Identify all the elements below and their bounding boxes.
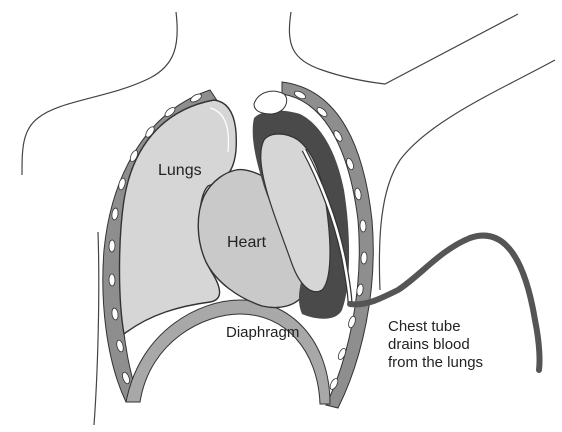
label-chest-tube: Chest tube drains blood from the lungs bbox=[388, 318, 483, 372]
label-heart: Heart bbox=[227, 234, 266, 252]
label-chest-tube-line-3: from the lungs bbox=[388, 354, 483, 372]
neck-right-line bbox=[289, 12, 518, 84]
label-lungs: Lungs bbox=[158, 162, 202, 180]
label-chest-tube-line-1: Chest tube bbox=[388, 318, 483, 336]
right-lung-apex bbox=[254, 91, 287, 114]
left-arm-line bbox=[94, 232, 99, 425]
right-shoulder-line bbox=[379, 60, 555, 290]
label-chest-tube-line-2: drains blood bbox=[388, 336, 483, 354]
label-diaphragm: Diaphragm bbox=[226, 324, 299, 341]
